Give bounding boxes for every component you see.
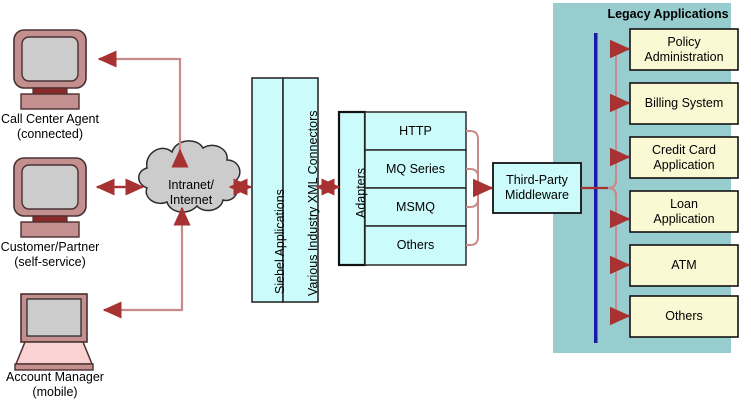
- client-label-line1: Call Center Agent: [1, 112, 99, 126]
- client-label-line2: (mobile): [32, 385, 78, 399]
- client-label-line2: (connected): [16, 127, 83, 141]
- connector-cloud-to-account-manager: [102, 206, 191, 319]
- middleware-label: Third-Party Middleware: [493, 163, 581, 213]
- legacy-panel-title: Legacy Applications: [607, 7, 729, 21]
- client-label-account-manager: Account Manager (mobile): [0, 370, 110, 400]
- client-label-line1: Account Manager: [6, 370, 104, 384]
- protocol-box-others: [364, 225, 467, 266]
- legacy-box-1: [629, 82, 739, 125]
- middleware-line2: Middleware: [505, 188, 569, 202]
- protocol-label-mq-series: MQ Series: [385, 161, 446, 176]
- network-label-line1: Intranet/: [168, 178, 214, 192]
- legacy-label-4: ATM: [671, 258, 697, 272]
- legacy-label-3: Loan Application: [653, 196, 715, 226]
- protocol-label-http: HTTP: [399, 123, 432, 138]
- client-label-customer-partner: Customer/Partner (self-service): [0, 240, 100, 270]
- network-cloud-label: Intranet/ Internet: [146, 178, 236, 208]
- desktop-monitor-icon-1: [13, 29, 87, 110]
- laptop-icon: [14, 293, 94, 371]
- legacy-box-5: [629, 295, 739, 338]
- middleware-box: [492, 162, 582, 214]
- client-label-call-center-agent: Call Center Agent (connected): [0, 112, 100, 142]
- siebel-applications-box: [251, 77, 284, 303]
- legacy-label-5: Others: [665, 309, 703, 323]
- connector-cloud-to-agent: [97, 50, 189, 168]
- xml-connectors-box: [282, 77, 319, 303]
- legacy-label-1: Billing System: [644, 96, 724, 110]
- xml-connectors-label: Various Industry XML Connectors: [306, 110, 320, 297]
- legacy-box-2: [629, 136, 739, 179]
- siebel-applications-label: Siebel Applications: [273, 189, 287, 294]
- legacy-label-0: Policy Administration: [644, 34, 724, 64]
- desktop-monitor-icon-2: [13, 157, 87, 238]
- legacy-box-0: [629, 28, 739, 71]
- client-label-line1: Customer/Partner: [0, 240, 100, 254]
- legacy-arrowheads: [609, 39, 631, 326]
- legacy-label-2: Credit Card Application: [652, 142, 716, 172]
- client-label-line2: (self-service): [14, 255, 86, 269]
- middleware-line1: Third-Party: [506, 173, 568, 187]
- network-label-line2: Internet: [169, 193, 213, 207]
- legacy-box-3: [629, 190, 739, 233]
- protocol-label-msmq: MSMQ: [396, 199, 435, 214]
- protocol-box-msmq: [364, 187, 467, 227]
- protocol-label-others: Others: [396, 238, 435, 252]
